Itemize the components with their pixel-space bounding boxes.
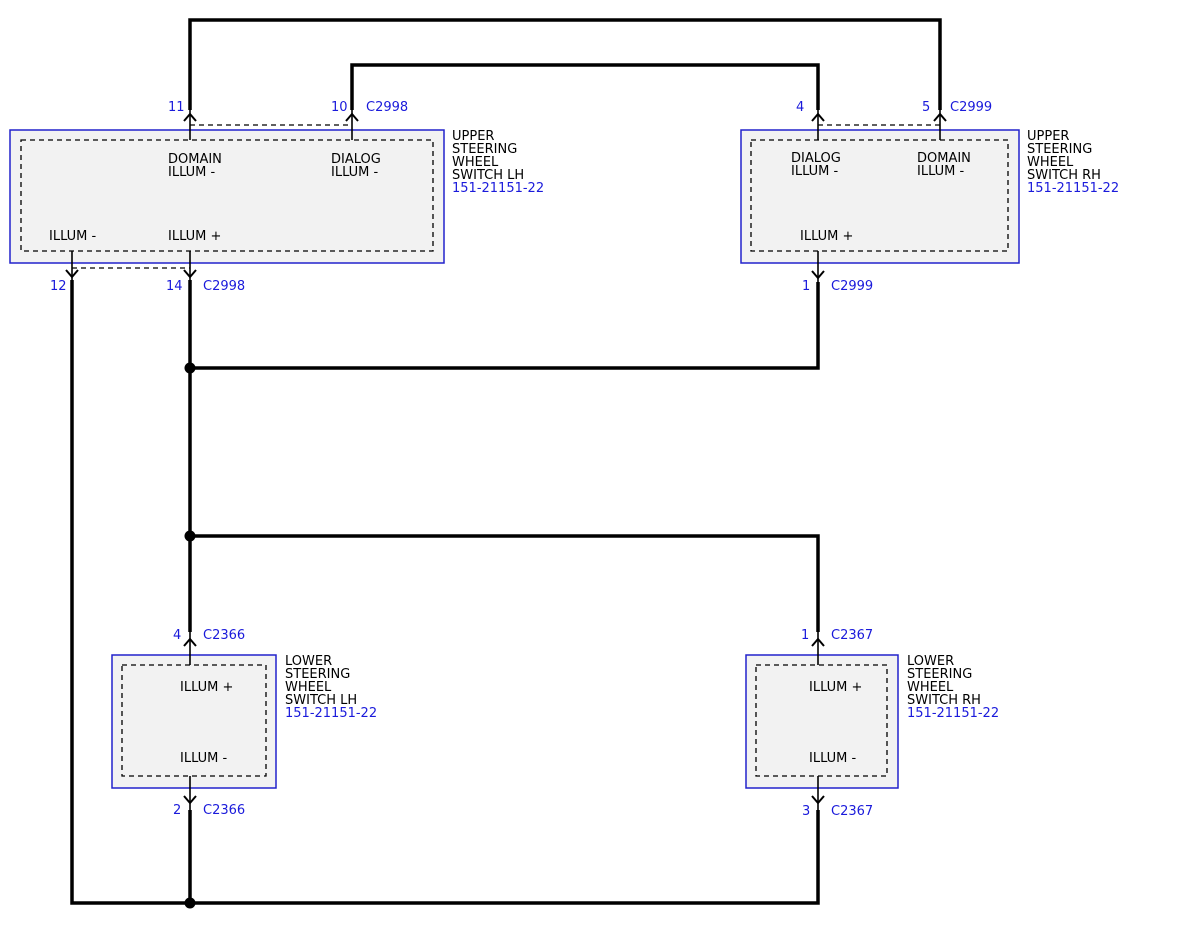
connector-c2366-top: C2366 [203,628,245,643]
pin-label-domain-illum-line1: DOMAIN [917,151,971,166]
pin-label-domain-illum-line1: DOMAIN [168,152,222,167]
pin-label-dialog-illum-line2: ILLUM - [331,165,379,180]
component-name-line4: SWITCH LH [285,693,357,708]
wire-dialog-illum [350,63,820,110]
pin-number-3: 3 [802,804,810,819]
component-lower-steering-wheel-switch-rh: ILLUM + ILLUM - 1 C2367 3 C2367 LOWER ST… [745,628,999,819]
component-name-line1: LOWER [907,654,954,669]
component-part-number: 151-21151-22 [452,181,544,196]
component-upper-steering-wheel-switch-lh: DOMAIN ILLUM - DIALOG ILLUM - ILLUM - IL… [9,100,544,294]
wire-illum-plus-lower-rh [190,534,820,632]
component-name-line1: UPPER [1027,129,1069,144]
pin-label-illum-plus: ILLUM + [809,680,862,695]
component-name-line4: SWITCH RH [907,693,981,708]
component-name-line2: STEERING [285,667,350,682]
pin-number-2: 2 [173,803,181,818]
connector-c2999-top: C2999 [950,100,992,115]
pin-label-illum-minus: ILLUM - [809,751,857,766]
component-name-line1: UPPER [452,129,494,144]
component-name-line3: WHEEL [1027,155,1074,170]
pin-label-illum-minus: ILLUM - [180,751,228,766]
pin-number-11: 11 [168,100,185,115]
component-name-line1: LOWER [285,654,332,669]
connector-c2366-bottom: C2366 [203,803,245,818]
wire-illum-plus-upper-rh [190,282,820,370]
pin-label-illum-minus: ILLUM - [49,229,97,244]
component-upper-steering-wheel-switch-rh: DIALOG ILLUM - DOMAIN ILLUM - ILLUM + 4 … [740,100,1119,294]
pin-number-1: 1 [802,279,810,294]
component-name-line3: WHEEL [907,680,954,695]
wire-illum-minus-return [70,280,820,905]
pin-label-dialog-illum-line1: DIALOG [791,151,841,166]
pin-label-domain-illum-line2: ILLUM - [168,165,216,180]
component-name-line2: STEERING [1027,142,1092,157]
pin-label-illum-plus: ILLUM + [168,229,221,244]
component-name-line2: STEERING [907,667,972,682]
pin-number-14: 14 [166,279,183,294]
component-name-line4: SWITCH LH [452,168,524,183]
pin-label-domain-illum-line2: ILLUM - [917,164,965,179]
connector-c2998-top: C2998 [366,100,408,115]
pin-number-4: 4 [796,100,804,115]
pin-number-10: 10 [331,100,348,115]
component-part-number: 151-21151-22 [1027,181,1119,196]
component-name-line3: WHEEL [452,155,499,170]
component-name-line4: SWITCH RH [1027,168,1101,183]
splice-middle [184,530,196,542]
pin-number-12: 12 [50,279,67,294]
component-part-number: 151-21151-22 [907,706,999,721]
splice-upper [184,362,196,374]
component-name-line3: WHEEL [285,680,332,695]
pin-label-dialog-illum-line1: DIALOG [331,152,381,167]
pin-label-illum-plus: ILLUM + [800,229,853,244]
connector-c2367-bottom: C2367 [831,804,873,819]
pin-label-illum-plus: ILLUM + [180,680,233,695]
pin-label-dialog-illum-line2: ILLUM - [791,164,839,179]
pin-number-4: 4 [173,628,181,643]
component-name-line2: STEERING [452,142,517,157]
wire-domain-illum [188,18,942,110]
connector-c2998-bottom: C2998 [203,279,245,294]
splice-bottom [184,897,196,909]
pin-number-5: 5 [922,100,930,115]
wires [70,18,942,905]
connector-c2999-bottom: C2999 [831,279,873,294]
connector-c2367-top: C2367 [831,628,873,643]
component-part-number: 151-21151-22 [285,706,377,721]
component-lower-steering-wheel-switch-lh: ILLUM + ILLUM - 4 C2366 2 C2366 LOWER ST… [111,628,377,818]
pin-number-1: 1 [801,628,809,643]
